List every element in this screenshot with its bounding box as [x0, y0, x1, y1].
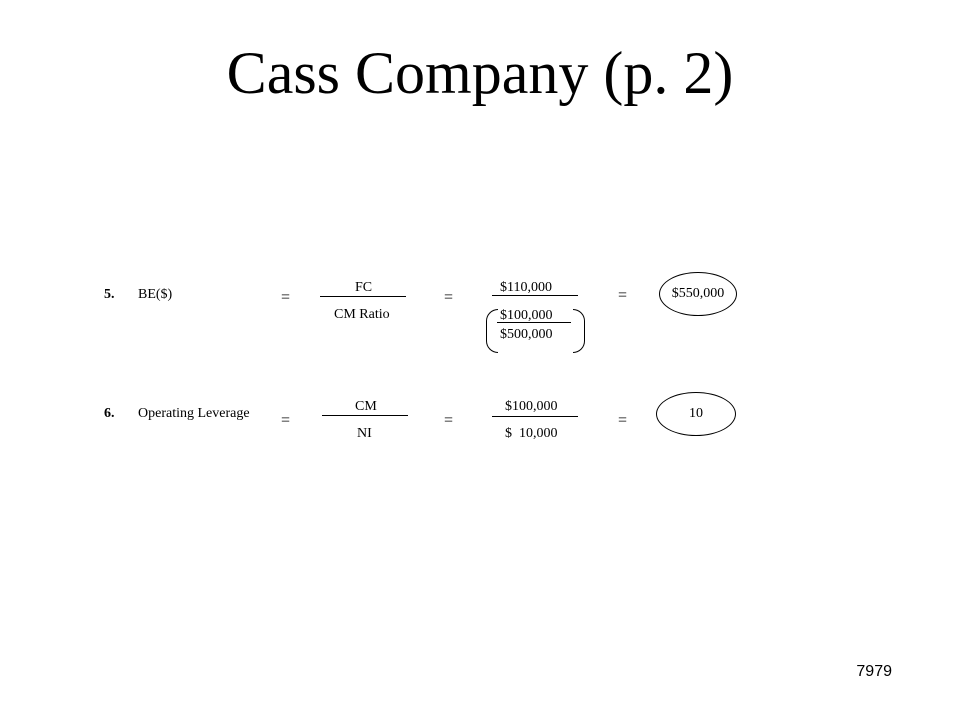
result-oval: $550,000 [659, 272, 737, 316]
calc-numerator: $100,000 [505, 399, 558, 414]
right-parenthesis [573, 309, 585, 353]
equals-sign: = [281, 412, 291, 429]
result-oval: 10 [656, 392, 736, 436]
calc-denominator: $ 10,000 [505, 426, 558, 441]
result-value: $550,000 [671, 286, 725, 301]
equals-sign: = [444, 289, 454, 306]
equals-sign: = [281, 289, 291, 306]
result-value: 10 [689, 406, 703, 421]
fraction-bar [320, 296, 406, 297]
formula-denominator: NI [357, 426, 372, 441]
page-number: 7979 [856, 663, 892, 680]
slide-title: Cass Company (p. 2) [226, 40, 734, 106]
formula-numerator: CM [355, 399, 377, 414]
equals-sign: = [618, 412, 628, 429]
row-number: 6. [104, 406, 115, 421]
row-label: Operating Leverage [138, 406, 250, 421]
fraction-bar [492, 416, 578, 417]
formula-denominator: CM Ratio [334, 307, 390, 322]
fraction-bar [492, 295, 578, 296]
left-parenthesis [486, 309, 498, 353]
calc-denominator-bottom: $500,000 [500, 327, 553, 342]
row-number: 5. [104, 287, 115, 302]
formula-numerator: FC [355, 280, 373, 295]
fraction-bar [322, 415, 408, 416]
row-label: BE($) [138, 287, 173, 302]
calc-denominator-top: $100,000 [500, 308, 553, 323]
equals-sign: = [618, 287, 628, 304]
equals-sign: = [444, 412, 454, 429]
inner-fraction-bar [497, 322, 571, 323]
calc-numerator: $110,000 [500, 280, 552, 295]
